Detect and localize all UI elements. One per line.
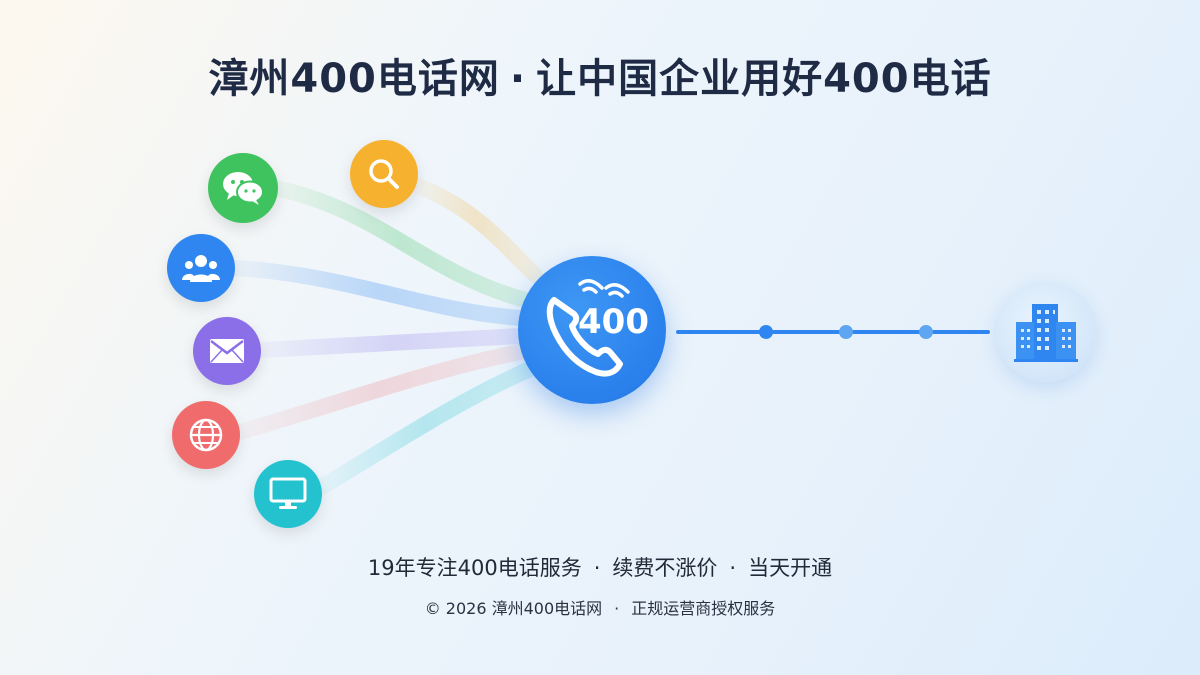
users-icon [182,255,220,282]
wechat-icon [223,172,264,205]
search-icon [369,159,399,189]
search-node[interactable] [350,140,418,208]
hub-label: 400 [578,302,649,342]
building-icon [1014,304,1078,362]
tagline-item-2: 续费不涨价 [612,556,718,580]
connector-dot-2 [839,325,853,339]
phone-icon [546,279,630,377]
page-title: 漳州400电话网·让中国企业用好400电话 [0,46,1200,104]
flow-users [227,260,528,326]
monitor-node[interactable] [254,460,322,528]
flow-wechat [267,180,533,308]
mail-icon [210,339,244,363]
copyright: © 2026 漳州400电话网 · 正规运营商授权服务 [0,595,1200,619]
tagline-item-3: 当天开通 [748,556,833,580]
copyright-separator: · [614,599,620,618]
copyright-left: © 2026 漳州400电话网 [424,599,603,618]
tagline: 19年专注400电话服务 · 续费不涨价 · 当天开通 [0,552,1200,582]
globe-node[interactable] [172,401,240,469]
connector-dot-1 [759,325,773,339]
flow-search [407,177,543,283]
connector-dot-3 [919,325,933,339]
tagline-separator: · [729,556,737,580]
brand-name: 漳州400电话网 [208,56,500,102]
globe-icon [189,418,223,452]
tagline-item-1: 19年专注400电话服务 [367,556,582,580]
hotline-400-hub[interactable]: 400 [518,256,666,404]
monitor-icon [269,477,307,509]
copyright-right: 正规运营商授权服务 [631,599,776,618]
wechat-node[interactable] [208,153,278,223]
flow-mail [254,328,528,358]
tagline-separator: · [593,556,601,580]
title-separator: · [509,56,527,102]
flow-globe [232,344,528,440]
slogan: 让中国企业用好400电话 [536,56,992,102]
mail-node[interactable] [193,317,261,385]
flow-monitor [312,362,536,496]
enterprise-node[interactable] [996,282,1096,382]
users-node[interactable] [167,234,235,302]
